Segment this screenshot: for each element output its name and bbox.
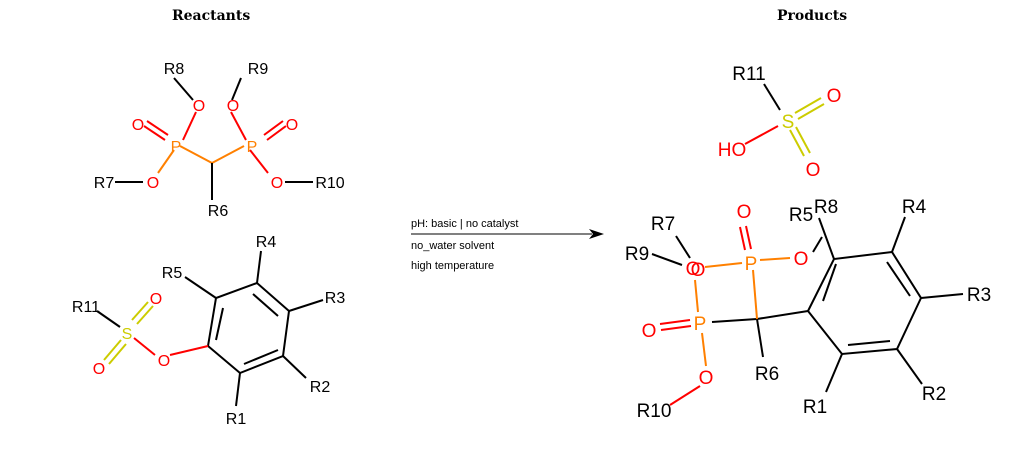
atom-label-r10: R10 xyxy=(637,401,672,422)
atom-label-r5: R5 xyxy=(162,265,183,282)
atom-label-oxygen: O xyxy=(227,98,239,115)
condition-ph: pH: basic | no catalyst xyxy=(411,218,519,230)
atom-label-oxygen: O xyxy=(691,260,706,281)
atom-label-oxygen: O xyxy=(827,86,842,107)
atom-label-sulfur: S xyxy=(782,112,795,133)
atom-label-oxygen: O xyxy=(699,368,714,389)
atom-label-phosphorus: P xyxy=(745,254,758,275)
atom-label-r2: R2 xyxy=(922,384,946,405)
atom-label-oxygen: O xyxy=(271,175,283,192)
atom-label-phosphorus: P xyxy=(694,314,707,335)
product-sulfonic-acid xyxy=(744,83,825,157)
condition-solvent: no_water solvent xyxy=(411,240,495,252)
reactants-header: Reactants xyxy=(172,8,251,24)
atom-label-phosphorus: P xyxy=(171,139,182,156)
atom-label-r3: R3 xyxy=(325,290,346,307)
products-header: Products xyxy=(777,8,848,24)
atom-label-oxygen: O xyxy=(737,202,752,223)
product-aryl-bisphosphonate xyxy=(651,216,964,406)
atom-label-oxygen: O xyxy=(150,291,162,308)
atom-label-r7: R7 xyxy=(651,214,675,235)
atom-label-r11: R11 xyxy=(72,299,100,316)
atom-label-oxygen: O xyxy=(93,361,105,378)
atom-label-r9: R9 xyxy=(625,244,649,265)
atom-label-hydroxyl: HO xyxy=(718,140,747,161)
atom-label-r9: R9 xyxy=(248,61,269,78)
atom-label-r8: R8 xyxy=(814,197,838,218)
atom-label-oxygen: O xyxy=(806,160,821,181)
reactant-bisphosphonate xyxy=(115,77,313,200)
reactant-aryl-sulfonate xyxy=(96,250,324,407)
atom-label-r11: R11 xyxy=(732,64,765,85)
atom-label-phosphorus: P xyxy=(247,139,258,156)
atom-label-r1: R1 xyxy=(226,411,247,428)
reaction-arrow xyxy=(411,229,604,239)
atom-label-oxygen: O xyxy=(147,175,159,192)
atom-label-oxygen: O xyxy=(794,249,809,270)
atom-label-r3: R3 xyxy=(967,285,991,306)
atom-label-oxygen: O xyxy=(132,117,144,134)
atom-label-oxygen: O xyxy=(642,321,657,342)
atom-label-oxygen: O xyxy=(158,353,170,370)
atom-label-r8: R8 xyxy=(164,61,185,78)
condition-temperature: high temperature xyxy=(411,260,495,272)
atom-label-sulfur: S xyxy=(122,326,133,343)
atom-label-r10: R10 xyxy=(315,175,344,192)
atom-label-oxygen: O xyxy=(193,98,205,115)
atom-label-r4: R4 xyxy=(902,197,927,218)
atom-label-r6: R6 xyxy=(755,364,779,385)
atom-label-r7: R7 xyxy=(94,175,115,192)
atom-label-r1: R1 xyxy=(803,397,827,418)
atom-label-r2: R2 xyxy=(310,379,331,396)
atom-label-r4: R4 xyxy=(256,234,277,251)
atom-label-oxygen: O xyxy=(686,259,701,280)
atom-label-oxygen: O xyxy=(286,117,298,134)
atom-label-r5: R5 xyxy=(789,205,813,226)
atom-label-r6: R6 xyxy=(208,203,229,220)
